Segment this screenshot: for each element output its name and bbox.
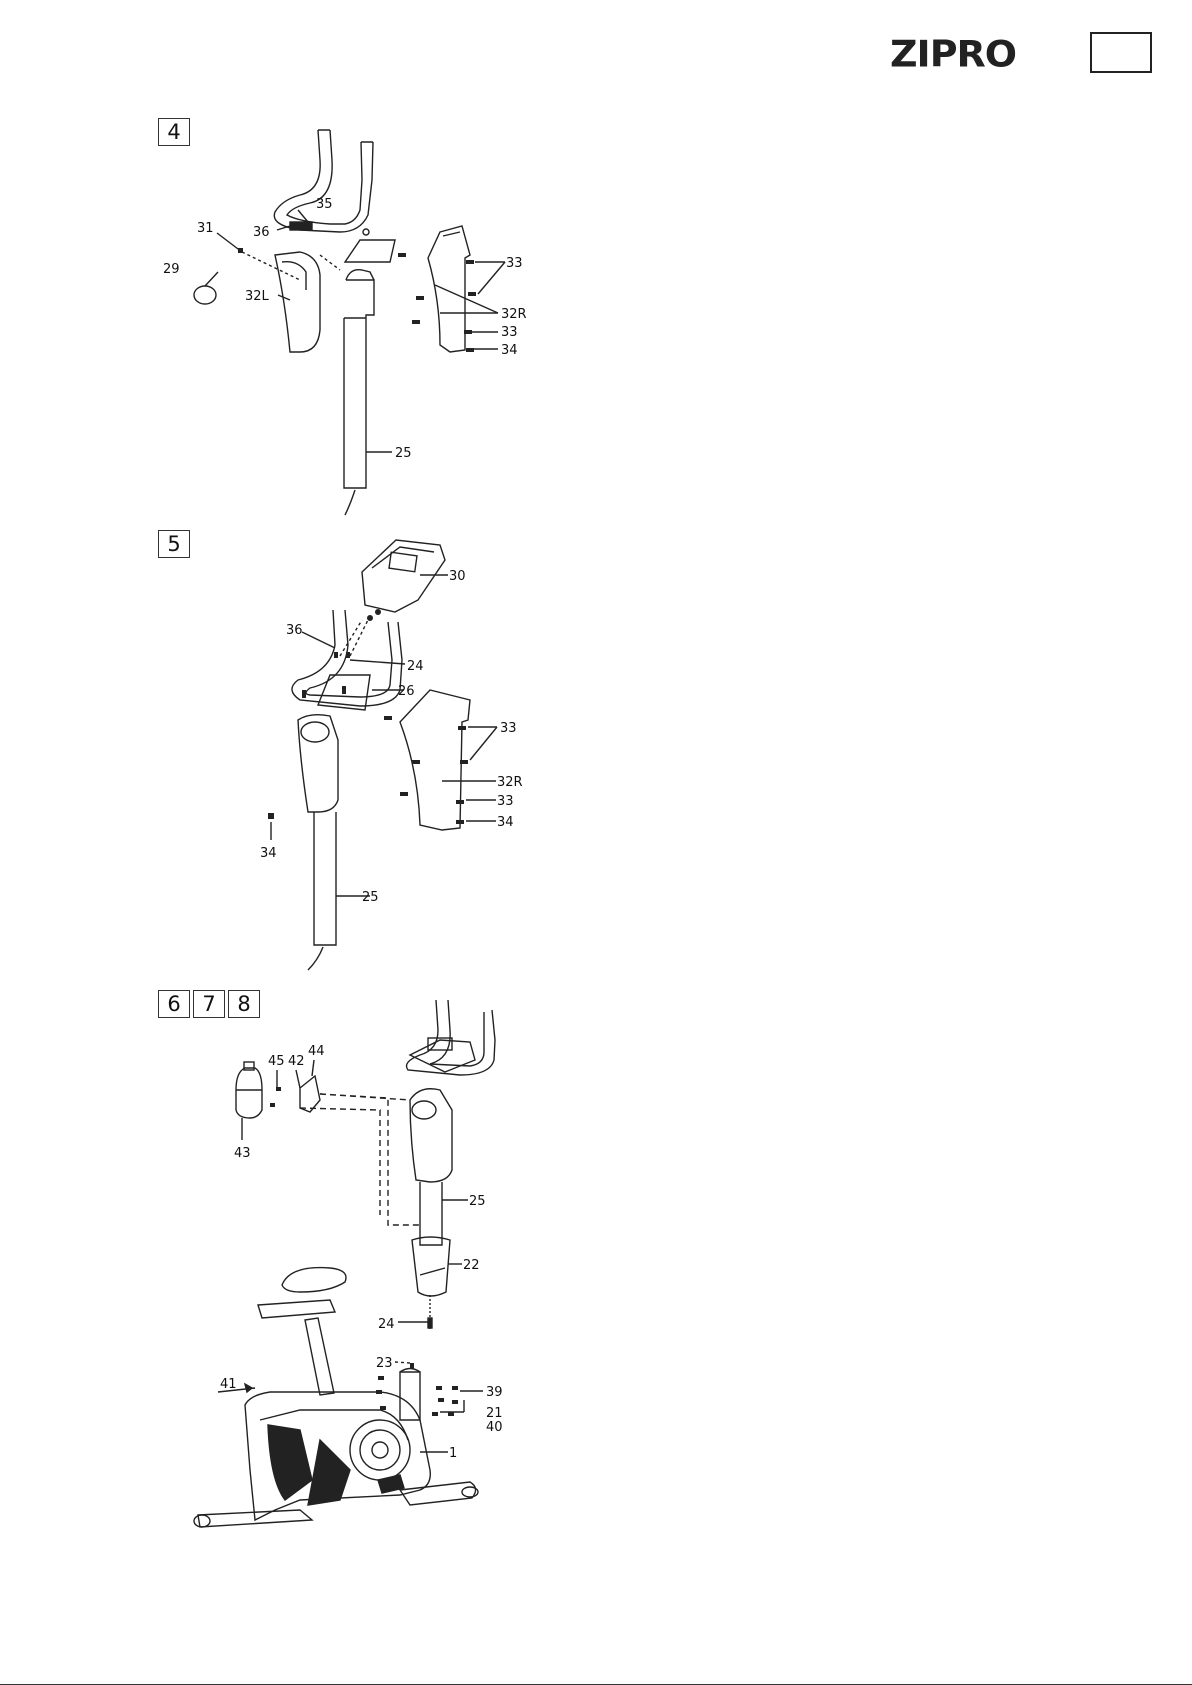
holder-44 [300,1076,320,1112]
saddle [282,1268,346,1292]
callout-24: 24 [407,659,424,674]
callout-31: 31 [197,221,214,236]
callout-42: 42 [288,1054,305,1069]
console-30 [362,540,445,612]
callout-39: 39 [486,1385,503,1400]
callout-25: 25 [395,446,412,461]
callout-33-lower: 33 [501,325,518,340]
step-5-drawing [268,540,497,970]
callout-32L: 32L [245,289,270,304]
callout-26: 26 [398,684,415,699]
callout-21: 21 [486,1406,503,1421]
step-4-drawing [194,130,505,515]
shroud-22 [412,1237,450,1296]
callout-45: 45 [268,1054,285,1069]
callout-41: 41 [220,1377,237,1392]
callout-33-upper: 33 [500,721,517,736]
callout-1: 1 [449,1446,457,1461]
cover-32R [428,226,470,352]
callouts-step-4: 35 36 31 29 32L 33 32R 33 34 25 [163,197,527,461]
callout-33-lower: 33 [497,794,514,809]
callout-34-right: 34 [497,815,514,830]
upright-post-25-s6 [420,1182,442,1245]
callout-32R: 32R [497,775,523,790]
callout-34: 34 [501,343,518,358]
bottle-43 [236,1068,262,1118]
callout-25: 25 [469,1194,486,1209]
upright-post-25 [344,280,374,488]
upright-post-25-s5 [314,812,336,945]
callout-40: 40 [486,1420,503,1435]
cover-32R-s5 [400,690,470,830]
knob-29 [194,286,216,304]
callout-33-upper: 33 [506,256,523,271]
callout-32R: 32R [501,307,527,322]
callout-36: 36 [286,623,303,638]
callout-23: 23 [376,1356,393,1371]
callout-44: 44 [308,1044,325,1059]
callout-30: 30 [449,569,466,584]
callout-35: 35 [316,197,333,212]
cover-32L [275,252,320,352]
callout-36: 36 [253,225,270,240]
callout-25: 25 [362,890,379,905]
callout-34-left: 34 [260,846,277,861]
callout-22: 22 [463,1258,480,1273]
callout-24: 24 [378,1317,395,1332]
callout-43: 43 [234,1146,251,1161]
callout-29: 29 [163,262,180,277]
sensor-36 [290,222,312,230]
